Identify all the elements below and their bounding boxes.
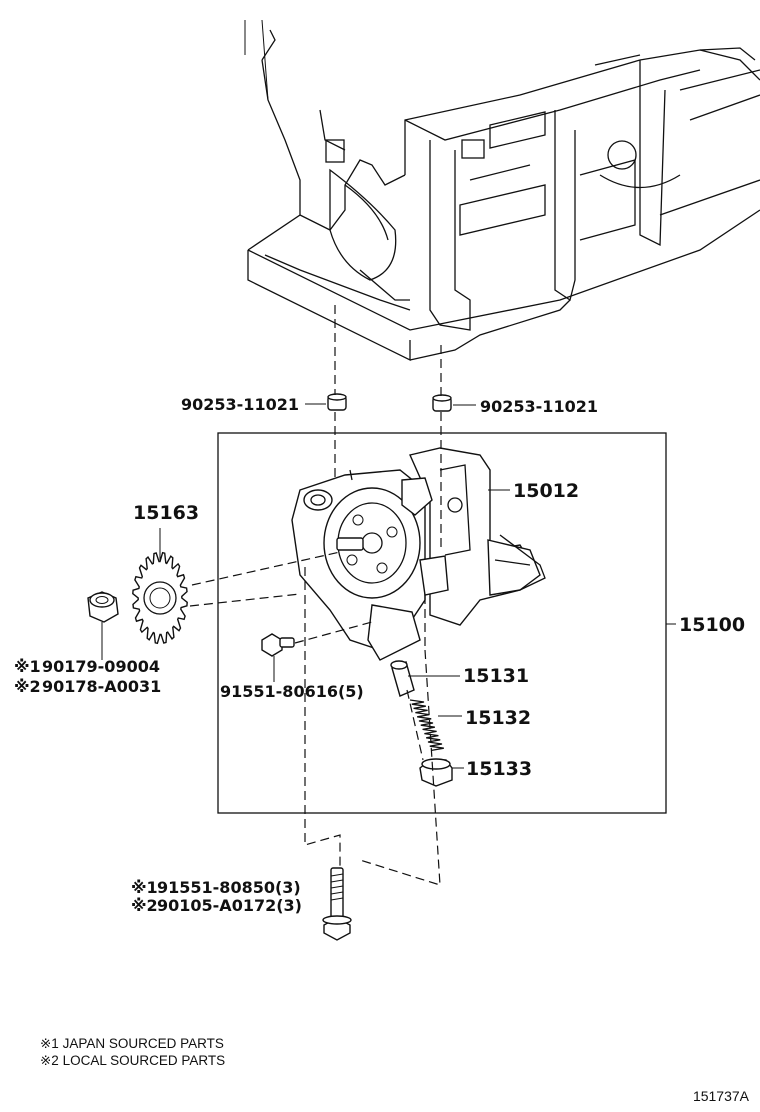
valve-label: 15131 [463,665,529,687]
collar-right-label: 90253-11021 [480,397,598,416]
engine-block-drawing [244,19,760,362]
small-bolt-part [261,633,295,657]
collar-left-part [327,393,347,411]
leader-lines [101,403,676,769]
reference-code: 151737A [693,1088,750,1104]
sprocket-part [132,551,188,645]
alignment-lines [189,305,442,886]
plug-label: 15133 [466,758,532,780]
assembly-label: 15100 [679,614,745,636]
oil-pump-body-drawing [291,447,541,661]
long-bolt-mark-1: ※1 [131,878,158,897]
assembly-frame [217,432,667,814]
long-bolt-mark-2: ※2 [131,896,158,915]
long-bolt-part [322,867,352,941]
pump-body-label: 15012 [513,480,579,502]
footnote-japan: ※1 JAPAN SOURCED PARTS [40,1036,224,1051]
nut-mark-1: ※1 [14,657,41,676]
footnote-local: ※2 LOCAL SOURCED PARTS [40,1053,225,1068]
collar-left-label: 90253-11021 [181,395,299,414]
nut-mark-2: ※2 [14,677,41,696]
small-bolt-label: 91551-80616(5) [220,682,364,701]
nut-label-1: 90179-09004 [42,657,160,676]
spring-label: 15132 [465,707,531,729]
nut-part [87,591,119,623]
pump-cover-edge-drawing [499,534,546,591]
plug-part [419,758,453,787]
relief-valve-part [390,660,415,697]
sprocket-label: 15163 [133,502,199,524]
long-bolt-label-1: 91551-80850(3) [157,878,301,897]
valve-spring-part [409,699,444,752]
long-bolt-label-2: 90105-A0172(3) [157,896,302,915]
nut-label-2: 90178-A0031 [42,677,161,696]
collar-right-part [432,394,452,412]
